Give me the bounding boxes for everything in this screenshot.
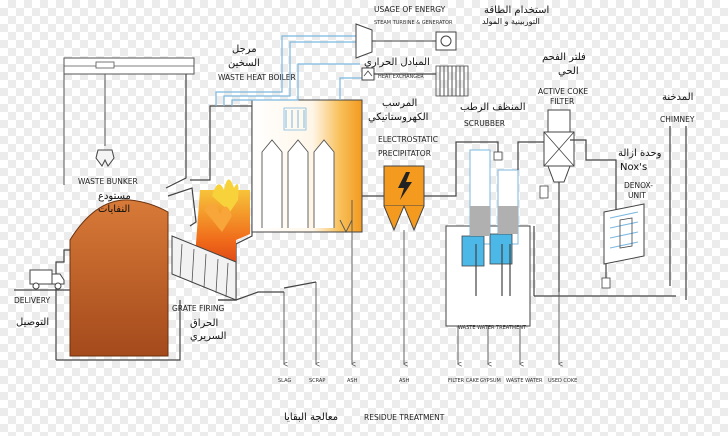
- turbine-icon: [355, 23, 436, 59]
- coke-label-ar-1: فلتر الفحم: [542, 52, 586, 63]
- turbine-label-en: STEAM TURBINE & GENERATOR: [374, 20, 453, 26]
- precip-label-ar-2: الكهروستاتيكي: [368, 112, 428, 123]
- heat-exchanger-icon: [361, 65, 469, 97]
- grate: [171, 235, 284, 301]
- grate-label-ar-1: الحراق: [190, 318, 218, 329]
- denox-label-en-1: DENOX-: [624, 181, 653, 190]
- steam-pipes: [215, 35, 362, 106]
- lightning-icon: [398, 172, 412, 200]
- output-ash-2: ASH: [399, 378, 410, 384]
- heat-exchanger-label-ar: المبادل الحراري: [364, 57, 430, 68]
- denox-unit: [570, 139, 645, 289]
- residue-label-ar: معالجة البقايا: [284, 412, 338, 423]
- heat-exchanger-label-en: HEAT EXCHANGER: [378, 74, 424, 80]
- residue-label-en: RESIDUE TREATMENT: [364, 413, 445, 422]
- precip-label-ar-1: المرسب: [382, 98, 417, 109]
- denox-label-ar-1: وحدة ازالة: [618, 148, 662, 159]
- waste-bunker: [55, 70, 197, 361]
- bunker-label-ar-1: مستودع: [98, 191, 131, 202]
- grate-label-ar-2: السريري: [190, 331, 226, 342]
- active-coke-filter: [539, 109, 575, 292]
- denox-label-ar-2: Nox's: [620, 162, 647, 173]
- electrostatic-precipitator: [362, 165, 446, 232]
- output-slag: SLAG: [278, 378, 291, 384]
- truck-icon: [14, 269, 70, 291]
- coke-label-ar-2: الحي: [558, 66, 579, 77]
- delivery-label-en: DELIVERY: [14, 296, 51, 305]
- output-used-coke: USED COKE: [548, 378, 577, 384]
- usage-label-ar: استخدام الطاقة: [484, 5, 549, 16]
- coke-label-en-2: FILTER: [550, 97, 574, 106]
- output-filter-cake: FILTER CAKE: [448, 378, 479, 384]
- waste-heat-boiler: [251, 99, 363, 234]
- delivery-label-ar: التوصيل: [16, 317, 49, 328]
- output-gypsum: GYPSUM: [480, 378, 501, 384]
- grate-label-en: GRATE FIRING: [172, 304, 225, 313]
- chimney: [533, 126, 687, 300]
- crane-grab-icon: [95, 74, 115, 167]
- bunker-label-ar-2: النفايات: [98, 204, 130, 215]
- crane-rail: [63, 57, 195, 75]
- precip-label-en-2: PRECIPITATOR: [378, 149, 431, 158]
- boiler-label-ar-2: السخين: [228, 58, 260, 69]
- denox-label-en-2: UNIT: [628, 191, 646, 200]
- boiler-label-ar-1: مرجل: [232, 44, 257, 55]
- wastewater-label: WASTE WATER TREATMENT: [458, 325, 527, 331]
- generator-icon: [435, 31, 457, 51]
- residue-lines: [284, 200, 559, 364]
- output-ash-1: ASH: [347, 378, 358, 384]
- chimney-label-ar: المدخنة: [662, 92, 693, 103]
- coke-label-en-1: ACTIVE COKE: [538, 87, 588, 96]
- scrubber: [445, 141, 548, 327]
- usage-label-en: USAGE OF ENERGY: [374, 5, 446, 14]
- scrubber-label-en: SCRUBBER: [464, 119, 505, 128]
- chimney-label-en: CHIMNEY: [660, 115, 695, 124]
- output-scrap: SCRAP: [309, 378, 325, 384]
- bunker-label-en: WASTE BUNKER: [78, 177, 138, 186]
- turbine-label-ar: التوربينية و المولد: [482, 17, 540, 26]
- scrubber-label-ar: المنظف الرطب: [460, 102, 525, 113]
- boiler-label-en: WASTE HEAT BOILER: [218, 73, 296, 82]
- output-labels: SLAG SCRAP ASH ASH FILTER CAKE GYPSUM WA…: [278, 378, 577, 384]
- output-waste-water: WASTE WATER: [506, 378, 543, 384]
- precip-label-en-1: ELECTROSTATIC: [378, 135, 438, 144]
